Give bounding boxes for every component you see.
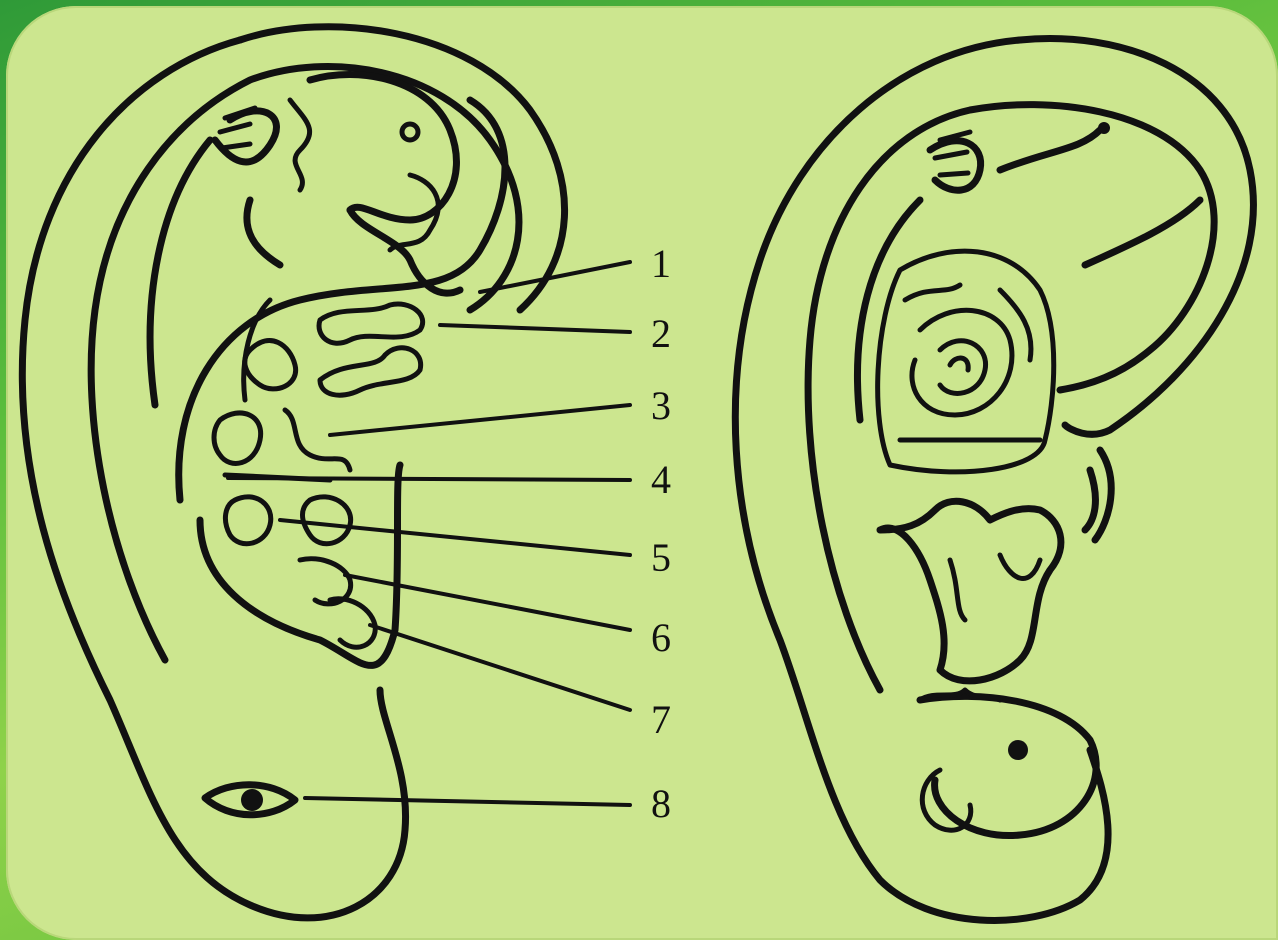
right-ear: [735, 39, 1253, 921]
left-organ-2: [245, 341, 296, 389]
left-organ-5: [285, 410, 350, 470]
leader-line-8: [305, 798, 630, 805]
left-organ-1: [319, 304, 423, 343]
leader-line-4: [228, 478, 630, 480]
leader-line-3: [330, 405, 630, 435]
right-organ-coil-2: [940, 341, 986, 394]
left-organ-3: [320, 348, 421, 395]
left-ear: [22, 27, 564, 918]
left-fetus-limb: [247, 200, 280, 265]
label-8: 8: [646, 784, 676, 824]
right-fetus-eye-dot: [1098, 122, 1110, 134]
right-fetus-legs: [950, 555, 1040, 620]
label-3: 3: [646, 386, 676, 426]
label-6: 6: [646, 618, 676, 658]
right-organ-coil-1: [912, 310, 1012, 415]
label-5: 5: [646, 538, 676, 578]
left-fetus-lower: [200, 465, 400, 665]
right-ear-crus: [1085, 200, 1200, 265]
right-fetus-eye: [1008, 740, 1028, 760]
left-ear-antihelix: [150, 140, 210, 405]
right-fetus-head: [920, 696, 1096, 835]
leader-line-5: [280, 520, 630, 555]
right-fetus-arm: [930, 141, 981, 191]
label-2: 2: [646, 314, 676, 354]
leader-line-6: [345, 575, 630, 630]
label-4: 4: [646, 460, 676, 500]
left-lobe-pupil: [241, 789, 263, 811]
left-organ-6: [225, 475, 330, 544]
leader-lines: [228, 262, 630, 805]
right-fetus-body: [880, 501, 1061, 681]
left-fetus-eye: [402, 124, 418, 140]
right-ear-antihelix-top: [1000, 130, 1100, 170]
leader-line-2: [440, 325, 630, 332]
label-7: 7: [646, 700, 676, 740]
left-organ-7: [303, 497, 351, 544]
leader-line-7: [370, 625, 630, 710]
left-organ-4: [214, 413, 261, 463]
right-fetus-limb-side: [1085, 450, 1111, 540]
label-1: 1: [646, 244, 676, 284]
